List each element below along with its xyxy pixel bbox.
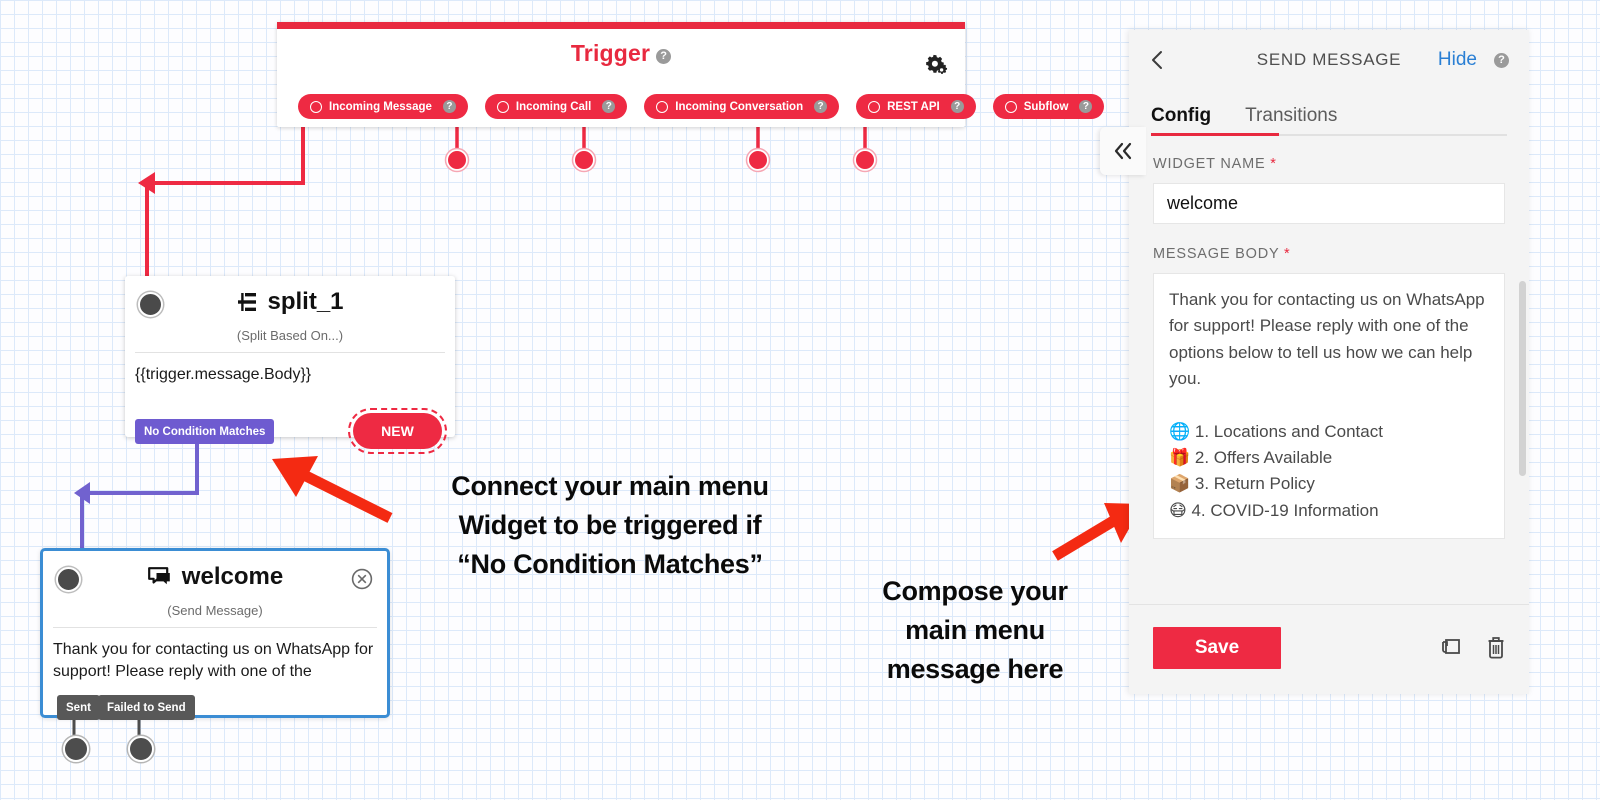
close-icon[interactable] [351,568,373,590]
transition-chip-failed-to-send[interactable]: Failed to Send [98,695,195,720]
panel-title: SEND MESSAGE [1256,50,1402,69]
message-body-textarea[interactable]: Thank you for contacting us on WhatsApp … [1153,273,1505,539]
tab-underline-track [1151,134,1507,136]
trigger-title: Trigger [570,40,651,66]
divider [53,627,377,628]
split-node-expression: {{trigger.message.Body}} [135,366,312,383]
help-icon[interactable]: ? [602,100,616,113]
back-button[interactable] [1146,48,1170,72]
annotation-left-line-1: Connect your main menu [451,471,769,501]
welcome-node-title: welcome [181,563,284,590]
trigger-pill-list: Incoming Message ? Incoming Call ? Incom… [298,94,1105,119]
split-node-title-row: split_1 [125,288,455,316]
output-ring-icon [310,100,322,113]
annotation-right-line-2: main menu [905,615,1045,646]
panel-header: SEND MESSAGE Hide ? [1129,30,1529,90]
tab-active-underline [1151,133,1279,136]
split-node-title: split_1 [267,288,344,315]
annotation-left-line-3: “No Condition Matches” [457,549,763,580]
collapse-panel-button[interactable] [1100,127,1146,175]
pill-label: Subflow [1023,100,1069,113]
output-ring-icon [656,100,669,113]
trigger-pill-incoming-call[interactable]: Incoming Call ? [484,94,628,119]
pill-label: Incoming Call [515,100,592,113]
annotation-left-line-2: Widget to be triggered if [458,510,762,541]
gear-icon[interactable] [923,52,949,78]
annotation-right: Compose your main menu message here [855,572,1095,689]
output-ring-icon [496,100,509,113]
panel-tabs: Config Transitions [1129,90,1529,136]
trigger-title-row: Trigger? [277,40,965,67]
output-ring-icon [1004,100,1017,113]
tab-transitions[interactable]: Transitions [1245,105,1338,126]
pill-label: Incoming Conversation [675,100,804,113]
pill-label: REST API [887,100,940,113]
help-icon[interactable]: ? [1079,100,1093,113]
trigger-accent-bar [277,22,965,29]
trigger-pill-subflow[interactable]: Subflow ? [992,94,1105,119]
pill-label: Incoming Message [329,100,432,113]
tab-config[interactable]: Config [1151,105,1212,126]
message-body-label-text: MESSAGE BODY [1153,246,1280,262]
connector-arrowhead-purple [74,482,90,504]
divider [135,352,445,353]
required-marker: * [1270,156,1277,172]
trash-glyph [1488,637,1504,659]
widget-config-panel[interactable]: SEND MESSAGE Hide ? Config Transitions W… [1100,30,1529,694]
panel-footer: Save [1129,604,1529,694]
annotation-right-line-3: message here [886,654,1064,685]
trigger-pill-incoming-conversation[interactable]: Incoming Conversation ? [644,94,840,119]
duplicate-icon[interactable] [1435,632,1465,662]
message-body-label: MESSAGE BODY * [1153,246,1505,262]
widget-name-label-text: WIDGET NAME [1153,156,1266,172]
widget-name-input[interactable] [1153,183,1505,224]
double-chevron-left-icon [1114,142,1132,160]
split-icon [238,293,257,311]
trigger-pill-incoming-message[interactable]: Incoming Message ? [298,94,468,119]
new-widget-button[interactable]: NEW [348,408,447,454]
node-input-dot[interactable] [138,292,163,317]
trash-icon[interactable] [1481,632,1511,662]
node-output-dot-sent[interactable] [63,736,89,762]
welcome-node-preview: Thank you for contacting us on WhatsApp … [53,641,374,680]
annotation-left: Connect your main menu Widget to be trig… [400,467,820,584]
annotation-right-line-1: Compose your [882,576,1068,606]
help-icon[interactable]: ? [442,100,456,113]
split-widget-node[interactable]: split_1 (Split Based On...) {{trigger.me… [125,276,455,437]
welcome-node-subtitle: (Send Message) [167,603,263,618]
welcome-node-title-row: welcome [43,563,387,591]
split-node-subtitle: (Split Based On...) [236,328,344,343]
help-icon[interactable]: ? [1494,53,1509,68]
send-message-icon [147,567,170,585]
hide-link[interactable]: Hide [1437,49,1477,70]
node-output-dot-failed[interactable] [128,736,154,762]
connector-arrowhead-red [138,172,155,194]
help-icon[interactable]: ? [950,100,964,113]
welcome-widget-node[interactable]: welcome (Send Message) Thank you for con… [40,548,390,718]
trigger-pill-rest-api[interactable]: REST API ? [856,94,976,119]
duplicate-glyph [1442,639,1460,654]
trigger-card[interactable]: Trigger? Incoming Message ? Incoming Cal… [277,22,1105,127]
panel-body: WIDGET NAME * MESSAGE BODY * Thank you f… [1129,136,1529,604]
required-marker: * [1284,246,1291,262]
transition-chip-sent[interactable]: Sent [57,695,100,720]
trigger-output-dots [444,147,878,173]
node-input-dot[interactable] [56,567,81,592]
help-icon[interactable]: ? [814,100,828,113]
panel-scrollbar[interactable] [1519,281,1526,476]
chevron-left-icon [1152,51,1162,69]
annotation-arrow-left [272,456,393,523]
help-icon[interactable]: ? [656,49,672,64]
save-button[interactable]: Save [1153,627,1281,669]
output-ring-icon [868,100,881,113]
connector-split-to-welcome [90,444,199,495]
widget-name-label: WIDGET NAME * [1153,156,1505,172]
transition-chip-no-condition-matches[interactable]: No Condition Matches [135,419,275,444]
